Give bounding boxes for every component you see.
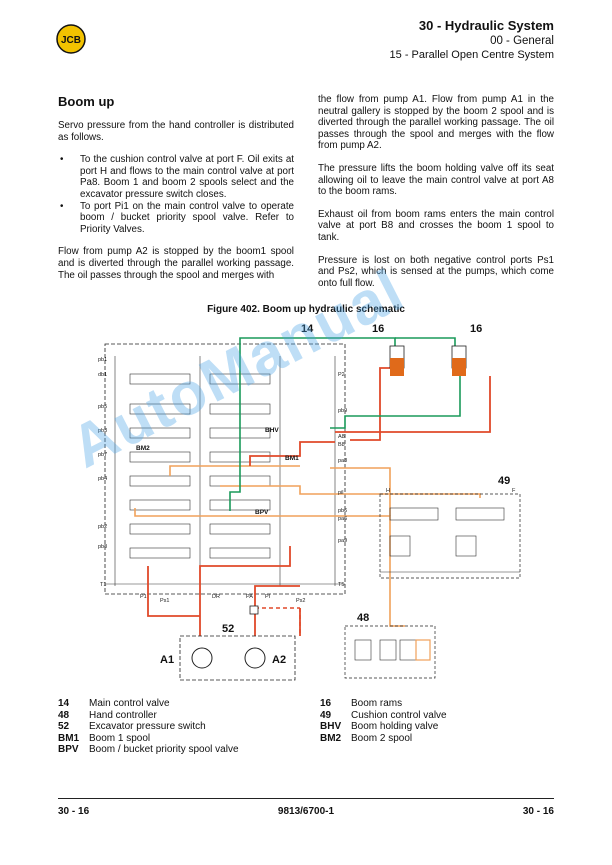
port-a8: A8 [338,434,345,440]
port-h: H [386,488,390,494]
port-pa6: pa6 [338,516,347,522]
callout-cushion: 49 [498,475,510,487]
cushion-valve-outline [379,493,521,579]
port-pb4: pb4 [98,476,107,482]
logo-text: JCB [61,35,81,46]
jcb-logo: JCB [56,24,86,54]
pressure-switch [249,605,259,615]
label-bm2: BM2 [136,445,150,452]
pump-a2 [244,647,266,669]
right-column: the flow from pump A1. Flow from pump A1… [318,94,554,300]
boom-ram-1 [389,345,405,376]
port-b8: B8 [338,442,345,448]
main-valve-outline [104,343,346,595]
callout-main-valve: 14 [301,323,314,335]
bullet-item: To port Pi1 on the main control valve to… [58,201,294,236]
port-pb1: pb1 [98,357,107,363]
bullet-list: To the cushion control valve at port F. … [58,154,294,235]
subsection-title: 15 - Parallel Open Centre System [389,49,554,61]
paragraph: Exhaust oil from boom rams enters the ma… [318,208,554,243]
port-dr: DR [212,594,220,600]
section-title: 00 - General [490,35,554,47]
port-p1: P1 [140,594,147,600]
paragraph: Pressure is lost on both negative contro… [318,254,554,289]
hand-controller-outline [344,625,436,679]
bullet-item: To the cushion control valve at port F. … [58,154,294,200]
section-heading: Boom up [58,94,115,109]
port-pb9: pb9 [338,408,347,414]
left-column: Servo pressure from the hand controller … [58,120,294,292]
label-bm1: BM1 [285,455,299,462]
port-pi: PI [265,594,271,600]
document-number: 9813/6700-1 [277,806,335,817]
pump-a2-label: A2 [272,654,286,666]
callout-ram-1: 16 [372,323,384,335]
port-ps1: Ps1 [160,598,169,604]
pump-a1 [191,647,213,669]
port-pb8: pb8 [98,544,107,550]
port-t5: T5 [338,582,344,588]
servo-lines [134,465,481,627]
page-number-right: 30 - 16 [522,806,554,817]
callout-switch: 52 [222,623,234,635]
port-pb3: pb3 [98,428,107,434]
label-bpv: BPV [255,509,269,516]
port-pa9: pa9 [338,538,347,544]
callout-ram-2: 16 [470,323,482,335]
pump-housing [179,635,296,681]
paragraph: Flow from pump A2 is stopped by the boom… [58,246,294,281]
port-p2: P2 [338,372,345,378]
port-pa: PA [246,594,253,600]
port-f: F [512,488,516,494]
port-pil: pil [338,490,344,496]
label-bhv: BHV [265,427,279,434]
port-pb5: pb5 [98,404,107,410]
page-title: 30 - Hydraulic System [418,18,554,33]
port-pb7: pb7 [98,452,107,458]
port-pa8: pa8 [338,458,347,464]
intro-paragraph: Servo pressure from the hand controller … [58,120,294,143]
callout-hand: 48 [357,612,369,624]
port-pb6: pb6 [338,508,347,514]
port-ps2: Ps2 [296,598,305,604]
figure-caption: Figure 402. Boom up hydraulic schematic [207,304,405,315]
page-number-left: 30 - 16 [58,806,90,817]
paragraph: The pressure lifts the boom holding valv… [318,162,554,198]
boom-ram-2 [451,345,467,376]
paragraph: the flow from pump A1. Flow from pump A1… [318,94,554,152]
port-pb2: pb2 [98,524,107,530]
pump-a1-label: A1 [160,654,174,666]
footer-rule [58,798,554,799]
port-t1: T1 [100,582,106,588]
port-db1: db1 [98,372,107,378]
hydraulic-schematic: 14 16 16 49 48 52 A1 A2 pb1 db1 pb5 pb3 … [98,323,521,681]
